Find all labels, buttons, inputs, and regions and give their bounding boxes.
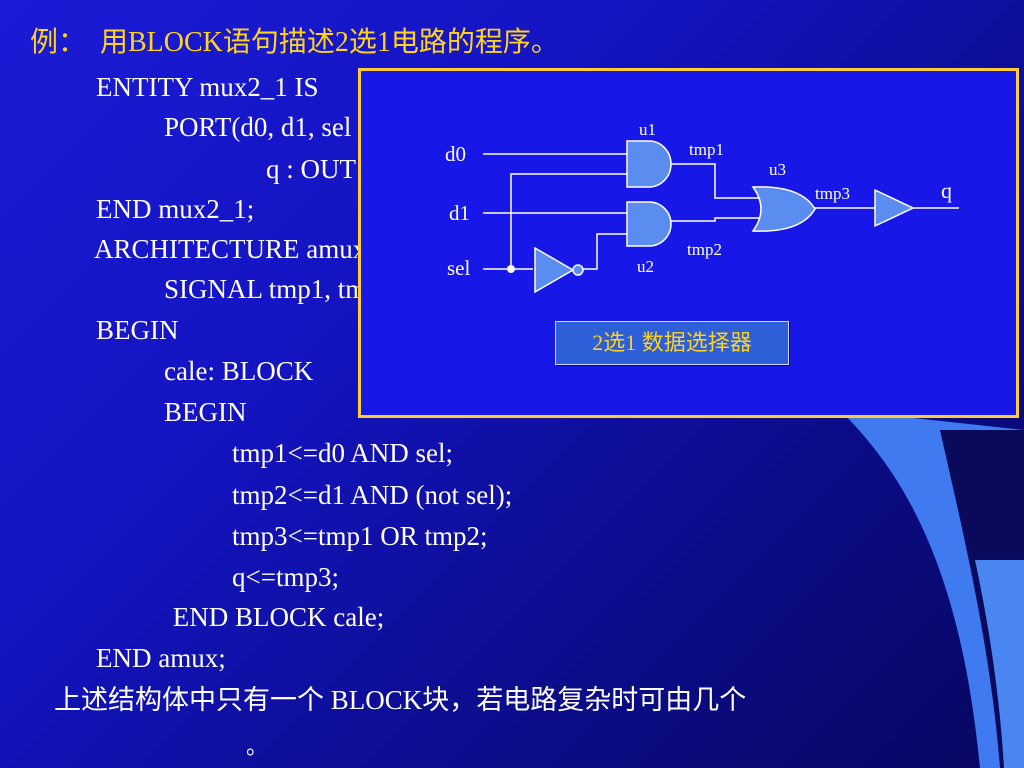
- label-d1: d1: [449, 201, 470, 225]
- circuit-diagram: d0 d1 sel u1 u2 u3 tmp1 tmp2 tmp3 q: [445, 120, 959, 294]
- label-tmp3: tmp3: [815, 184, 850, 203]
- code-line: BEGIN: [96, 315, 179, 345]
- label-u3: u3: [769, 160, 786, 179]
- code-line: tmp1<=d0 AND sel;: [232, 438, 453, 468]
- label-u2: u2: [637, 257, 654, 276]
- note-text: 上述结构体中只有一个 BLOCK块，若电路复杂时可由几个: [54, 685, 747, 715]
- code-line: cale: BLOCK: [164, 356, 314, 386]
- label-tmp1: tmp1: [689, 140, 724, 159]
- slide-title: 例： 用BLOCK语句描述2选1电路的程序。: [30, 27, 559, 58]
- not-gate-bubble: [572, 264, 584, 276]
- and-gate-u2: [626, 201, 672, 247]
- wire-sel-to-u1: [510, 173, 627, 269]
- and-gate-u1: [626, 140, 672, 188]
- wire-notsel-to-u2: [582, 233, 627, 270]
- code-line: END mux2_1;: [96, 194, 255, 224]
- wire-tmp1: [671, 163, 761, 199]
- label-q: q: [941, 178, 952, 203]
- code-line: END BLOCK cale;: [166, 602, 385, 632]
- circuit-diagram-panel: d0 d1 sel u1 u2 u3 tmp1 tmp2 tmp3 q 2选1 …: [358, 68, 1019, 418]
- code-line: BEGIN: [164, 397, 247, 427]
- label-sel: sel: [447, 256, 470, 280]
- diagram-caption: 2选1 数据选择器: [555, 321, 789, 365]
- sel-junction-dot: [507, 265, 515, 273]
- wire-tmp2: [671, 217, 761, 222]
- label-d0: d0: [445, 142, 466, 166]
- buffer-gate: [874, 188, 915, 228]
- note-text-end: 。: [246, 734, 269, 759]
- label-u1: u1: [639, 120, 656, 139]
- code-line: END amux;: [96, 643, 226, 673]
- not-gate: [534, 246, 575, 294]
- code-line: tmp2<=d1 AND (not sel);: [232, 480, 513, 510]
- code-line: tmp3<=tmp1 OR tmp2;: [232, 521, 488, 551]
- code-line: ENTITY mux2_1 IS: [96, 72, 319, 102]
- or-gate-u3: [751, 186, 816, 232]
- code-line: q<=tmp3;: [232, 562, 339, 592]
- label-tmp2: tmp2: [687, 240, 722, 259]
- background-light-band: [975, 560, 1024, 768]
